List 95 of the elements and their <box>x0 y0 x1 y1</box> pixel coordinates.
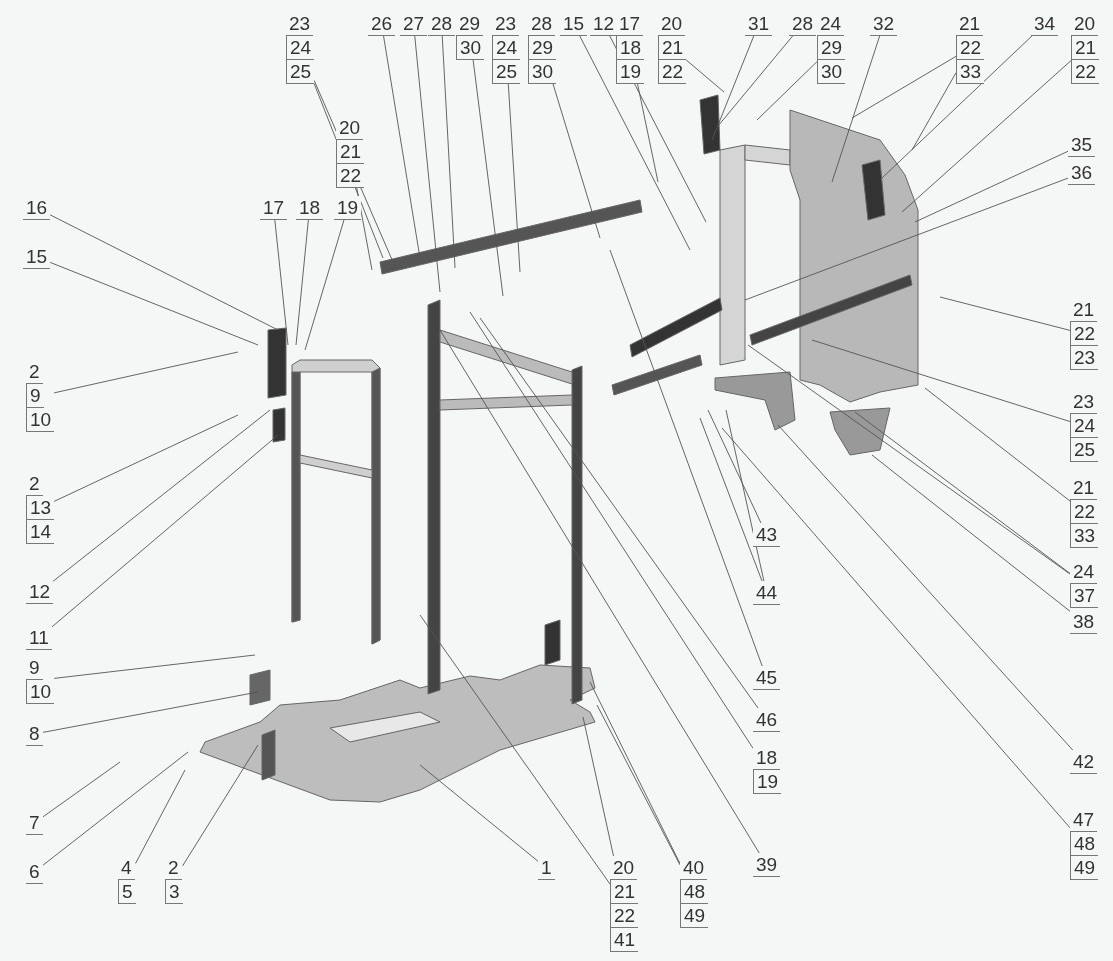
callout-number: 22 <box>1070 322 1099 346</box>
callout-number: 24 <box>492 36 521 60</box>
callout-number: 10 <box>26 408 55 432</box>
callout-number: 21 <box>658 36 687 60</box>
leader-line <box>717 35 794 127</box>
callout-number: 22 <box>336 164 365 188</box>
callout-number: 33 <box>1070 524 1099 548</box>
leader-line <box>42 751 189 866</box>
leader-line <box>52 409 271 582</box>
leader-line <box>439 329 760 854</box>
callout-number: 29 <box>528 36 557 60</box>
leader-line <box>711 35 755 141</box>
leader-line <box>589 681 681 865</box>
leader-line <box>685 59 725 93</box>
leader-line <box>182 744 259 867</box>
callout-number: 29 <box>817 36 846 60</box>
leader-line <box>707 409 762 524</box>
callout-number: 22 <box>658 60 687 84</box>
callout-number: 33 <box>956 60 985 84</box>
callout-number: 22 <box>1070 500 1099 524</box>
leader-line <box>924 387 1071 502</box>
callout-number: 48 <box>1070 832 1099 856</box>
callout-number: 30 <box>456 36 485 60</box>
callout-number: 10 <box>26 680 55 704</box>
callout-number: 9 <box>26 384 44 408</box>
leader-line <box>744 177 1069 301</box>
leader-line <box>419 614 611 885</box>
leader-line <box>777 424 1074 751</box>
callout-number: 18 <box>753 746 781 770</box>
callout-number: 13 <box>26 496 55 520</box>
callout-number: 21 <box>610 880 639 904</box>
leader-line <box>831 35 881 183</box>
leader-line <box>811 339 1071 422</box>
callout-number: 21 <box>336 140 365 164</box>
leader-line <box>472 59 504 297</box>
leader-line <box>135 769 186 864</box>
leader-line <box>881 35 1033 179</box>
callout-number: 19 <box>753 770 782 794</box>
callout-number: 5 <box>118 880 136 904</box>
callout-number: 24 <box>286 36 315 60</box>
leader-line <box>854 411 1071 574</box>
callout-number: 41 <box>610 928 639 952</box>
leader-line <box>53 351 239 394</box>
leader-line <box>419 764 539 862</box>
callout-number: 30 <box>817 60 846 84</box>
callout-number: 19 <box>616 60 645 84</box>
leader-line <box>582 716 614 857</box>
leader-line <box>901 60 1072 213</box>
leader-line <box>579 35 691 251</box>
callout-number: 18 <box>616 36 645 60</box>
leader-line <box>356 187 373 271</box>
callout-number: 49 <box>680 904 709 928</box>
callout-number: 14 <box>26 520 55 544</box>
leader-line <box>49 214 279 331</box>
leader-line <box>51 434 279 628</box>
callout-number: 25 <box>286 60 315 84</box>
callout-number: 3 <box>165 880 183 904</box>
leader-line <box>42 761 121 818</box>
leader-line <box>274 219 289 346</box>
callout-number: 37 <box>1070 584 1099 608</box>
leader-line <box>53 654 256 679</box>
leader-line <box>304 219 345 351</box>
callout-number: 49 <box>1070 856 1099 880</box>
leader-line <box>637 83 659 183</box>
callout-number: 48 <box>680 880 709 904</box>
leader-line <box>596 704 681 866</box>
callout-number: 25 <box>492 60 521 84</box>
leader-line <box>939 296 1071 331</box>
leader-line <box>552 83 601 239</box>
leader-line <box>851 55 957 119</box>
leader-line <box>725 409 765 582</box>
leader-line <box>295 219 309 346</box>
leader-line <box>42 691 259 733</box>
leader-line <box>507 83 521 273</box>
leader-line <box>747 344 1071 575</box>
leader-line <box>53 414 239 502</box>
callout-number: 22 <box>956 36 985 60</box>
callout-number: 24 <box>1070 414 1099 438</box>
leader-line <box>756 61 818 121</box>
callout-number: 23 <box>1070 346 1099 370</box>
leader-line <box>914 150 1069 223</box>
callout-number: 30 <box>528 60 557 84</box>
leader-line <box>721 427 1071 829</box>
leader-line <box>441 35 456 269</box>
callout-number: 25 <box>1070 438 1099 462</box>
callout-number: 21 <box>1071 36 1100 60</box>
leader-line <box>609 249 763 667</box>
callout-number: 22 <box>1071 60 1100 84</box>
callout-number: 22 <box>610 904 639 928</box>
leader-line <box>871 454 1071 612</box>
callout-number: 19 <box>334 196 362 220</box>
callout-number: 11 <box>26 626 52 650</box>
leader-line <box>414 35 441 293</box>
leader-line <box>699 417 763 582</box>
leader-line <box>49 261 259 346</box>
